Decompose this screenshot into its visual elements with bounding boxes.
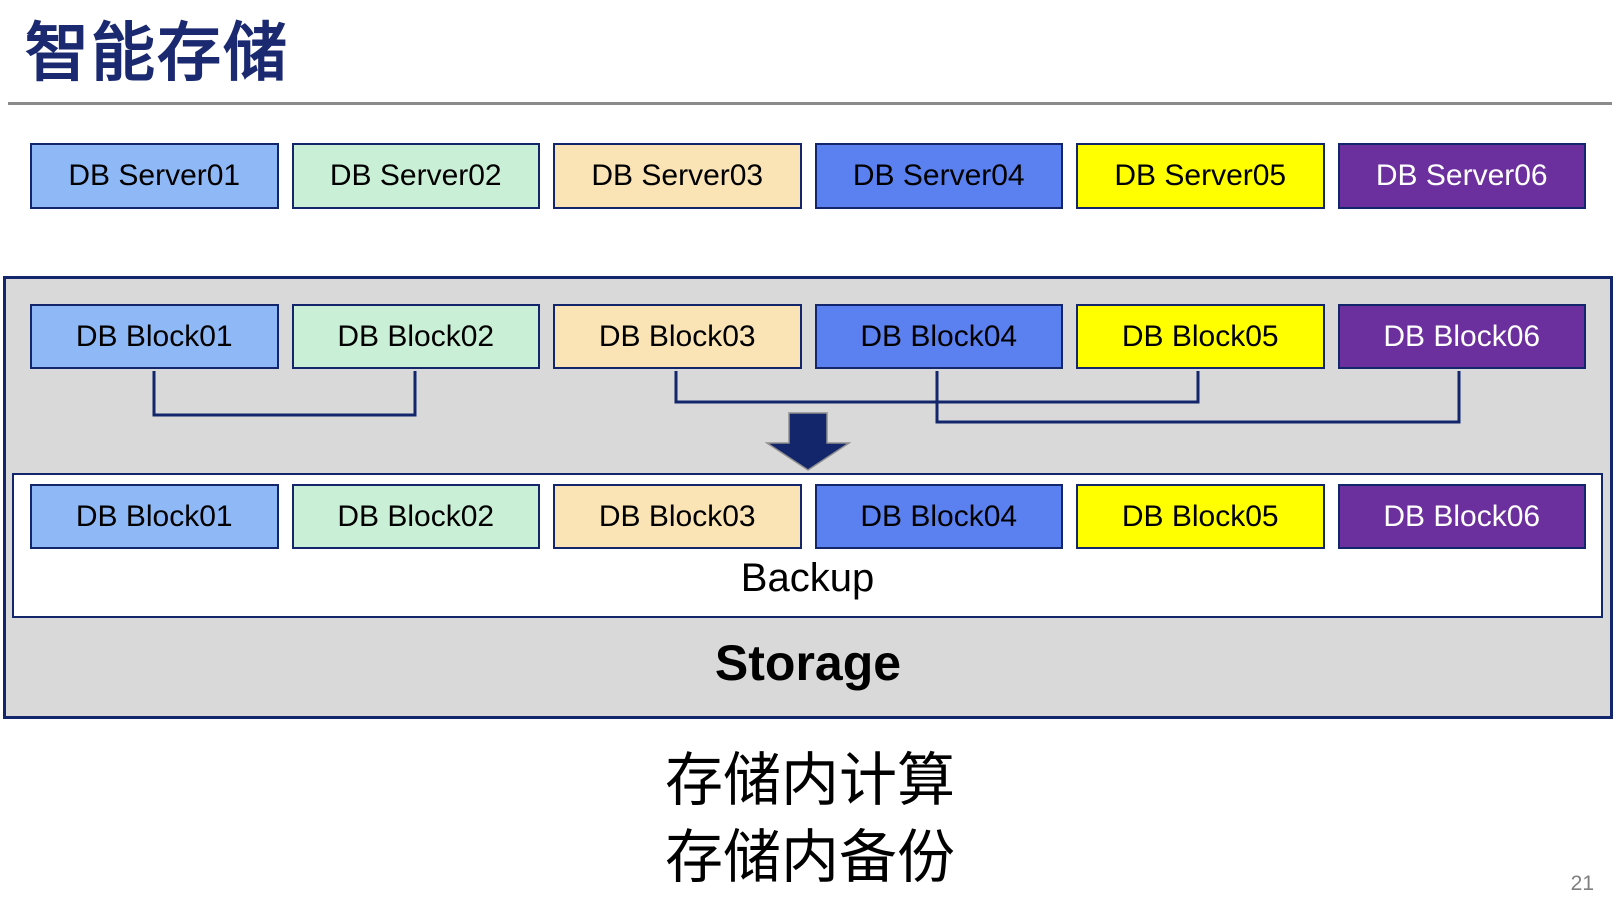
server-box: DB Server04 [814,143,1063,209]
db-block-box: DB Block04 [814,304,1063,369]
db-block-backup-box: DB Block04 [814,484,1063,549]
caption-text: 存储内计算 存储内备份 [0,742,1620,896]
db-block-backup-box: DB Block03 [553,484,802,549]
connector-block04-block06 [935,371,1461,424]
db-block-box: DB Block01 [30,304,279,369]
server-box: DB Server06 [1337,143,1586,209]
db-block-box: DB Block02 [291,304,540,369]
db-block-box: DB Block06 [1337,304,1586,369]
db-block-backup-box: DB Block05 [1076,484,1325,549]
caption-line-2: 存储内备份 [664,825,955,890]
server-box: DB Server03 [553,143,802,209]
server-box: DB Server01 [30,143,279,209]
db-block-backup-box: DB Block02 [291,484,540,549]
connector-block01-block02 [152,371,417,417]
title-divider [8,102,1612,105]
db-block-backup-box: DB Block06 [1337,484,1586,549]
down-arrow-icon [764,412,852,471]
storage-label: Storage [714,635,902,691]
server-box: DB Server02 [291,143,540,209]
server-box: DB Server05 [1076,143,1325,209]
page-title: 智能存储 [25,17,289,89]
db-block-backup-box: DB Block01 [30,484,279,549]
caption-line-1: 存储内计算 [664,748,955,813]
db-block-box: DB Block03 [553,304,802,369]
db-block-box: DB Block05 [1076,304,1325,369]
page-number: 21 [1570,872,1594,895]
backup-label: Backup [740,556,875,600]
